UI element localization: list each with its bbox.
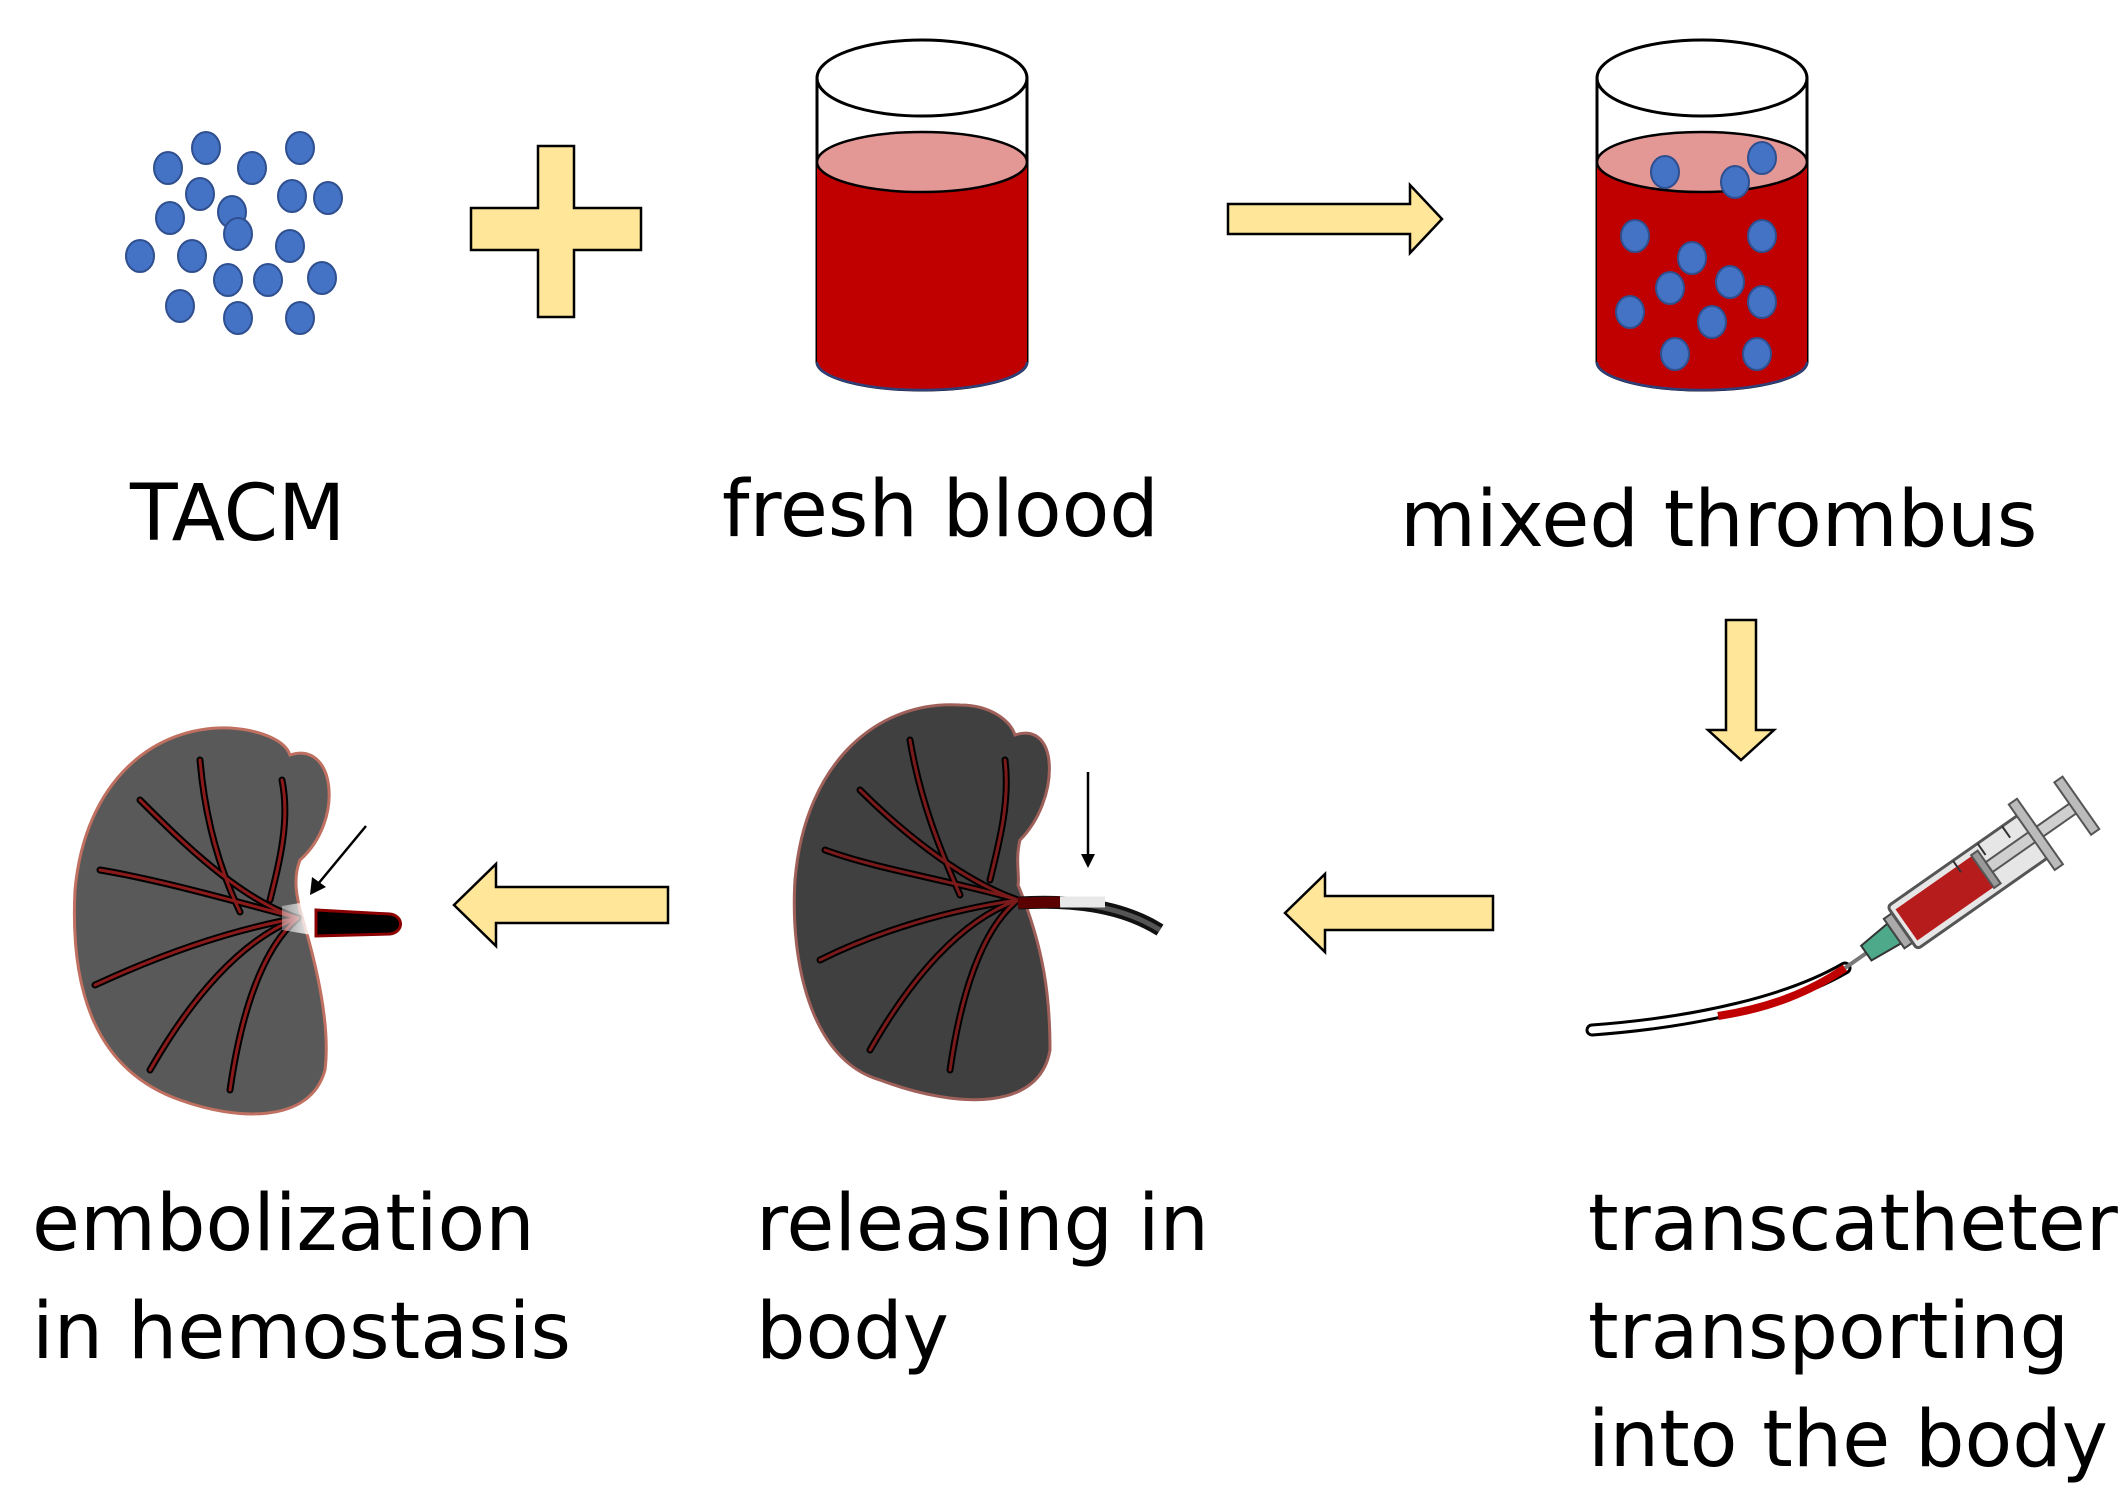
particle-dot [213,263,243,297]
label-mixed-thrombus: mixed thrombus [1400,475,2037,565]
syringe-catheter-icon [1585,775,2101,1037]
label-transcatheter-line1: transcatheter [1588,1179,2119,1269]
label-embolization-line2: in hemostasis [32,1287,571,1377]
arrow-left-icon [1283,871,1495,955]
particle-dot [125,239,155,273]
particle-dot [1677,241,1707,275]
particle-dot [313,181,343,215]
particle-dot [185,177,215,211]
kidney-embolization-icon [72,726,402,1116]
particle-dot [1747,219,1777,253]
label-releasing-line1: releasing in [756,1179,1209,1269]
particle-dot [223,217,253,251]
particle-dot [1620,219,1650,253]
plasma-surface [815,130,1029,194]
particle-dot [1615,295,1645,329]
particle-dot [1697,305,1727,339]
arrow-down-icon [1704,618,1778,762]
particle-dot [1660,337,1690,371]
label-embolization-line1: embolization [32,1179,535,1269]
label-transcatheter-line2: transporting [1588,1287,2069,1377]
particle-dot [1720,165,1750,199]
thrombus-particles [1615,141,1777,371]
particle-dot [253,263,283,297]
plus-icon [469,144,643,319]
particle-dot [1650,155,1680,189]
particle-dot [237,151,267,185]
particle-dot [277,179,307,213]
particle-dot [223,301,253,335]
particle-dot [153,151,183,185]
label-transcatheter-line3: into the body [1588,1395,2108,1485]
particle-dot [307,261,337,295]
particle-dot [285,301,315,335]
fresh-blood-beaker [815,38,1029,392]
arrow-left-icon [452,861,670,949]
tacm-particles [125,131,343,335]
particle-dot [177,239,207,273]
blood-liquid [817,162,1027,390]
kidney-releasing-icon [792,703,1164,1102]
particle-dot [285,131,315,165]
particle-dot [1655,271,1685,305]
particle-dot [155,201,185,235]
particle-dot [1747,141,1777,175]
label-fresh-blood: fresh blood [722,465,1159,555]
particle-dot [275,229,305,263]
particle-dot [191,131,221,165]
particle-dot [1715,265,1745,299]
label-releasing-line2: body [756,1287,949,1377]
mixed-thrombus-beaker [1595,38,1809,392]
particle-dot [165,289,195,323]
particle-dot [1742,337,1772,371]
arrow-right-icon [1226,181,1444,257]
label-tacm: TACM [129,469,345,559]
particle-dot [1747,285,1777,319]
